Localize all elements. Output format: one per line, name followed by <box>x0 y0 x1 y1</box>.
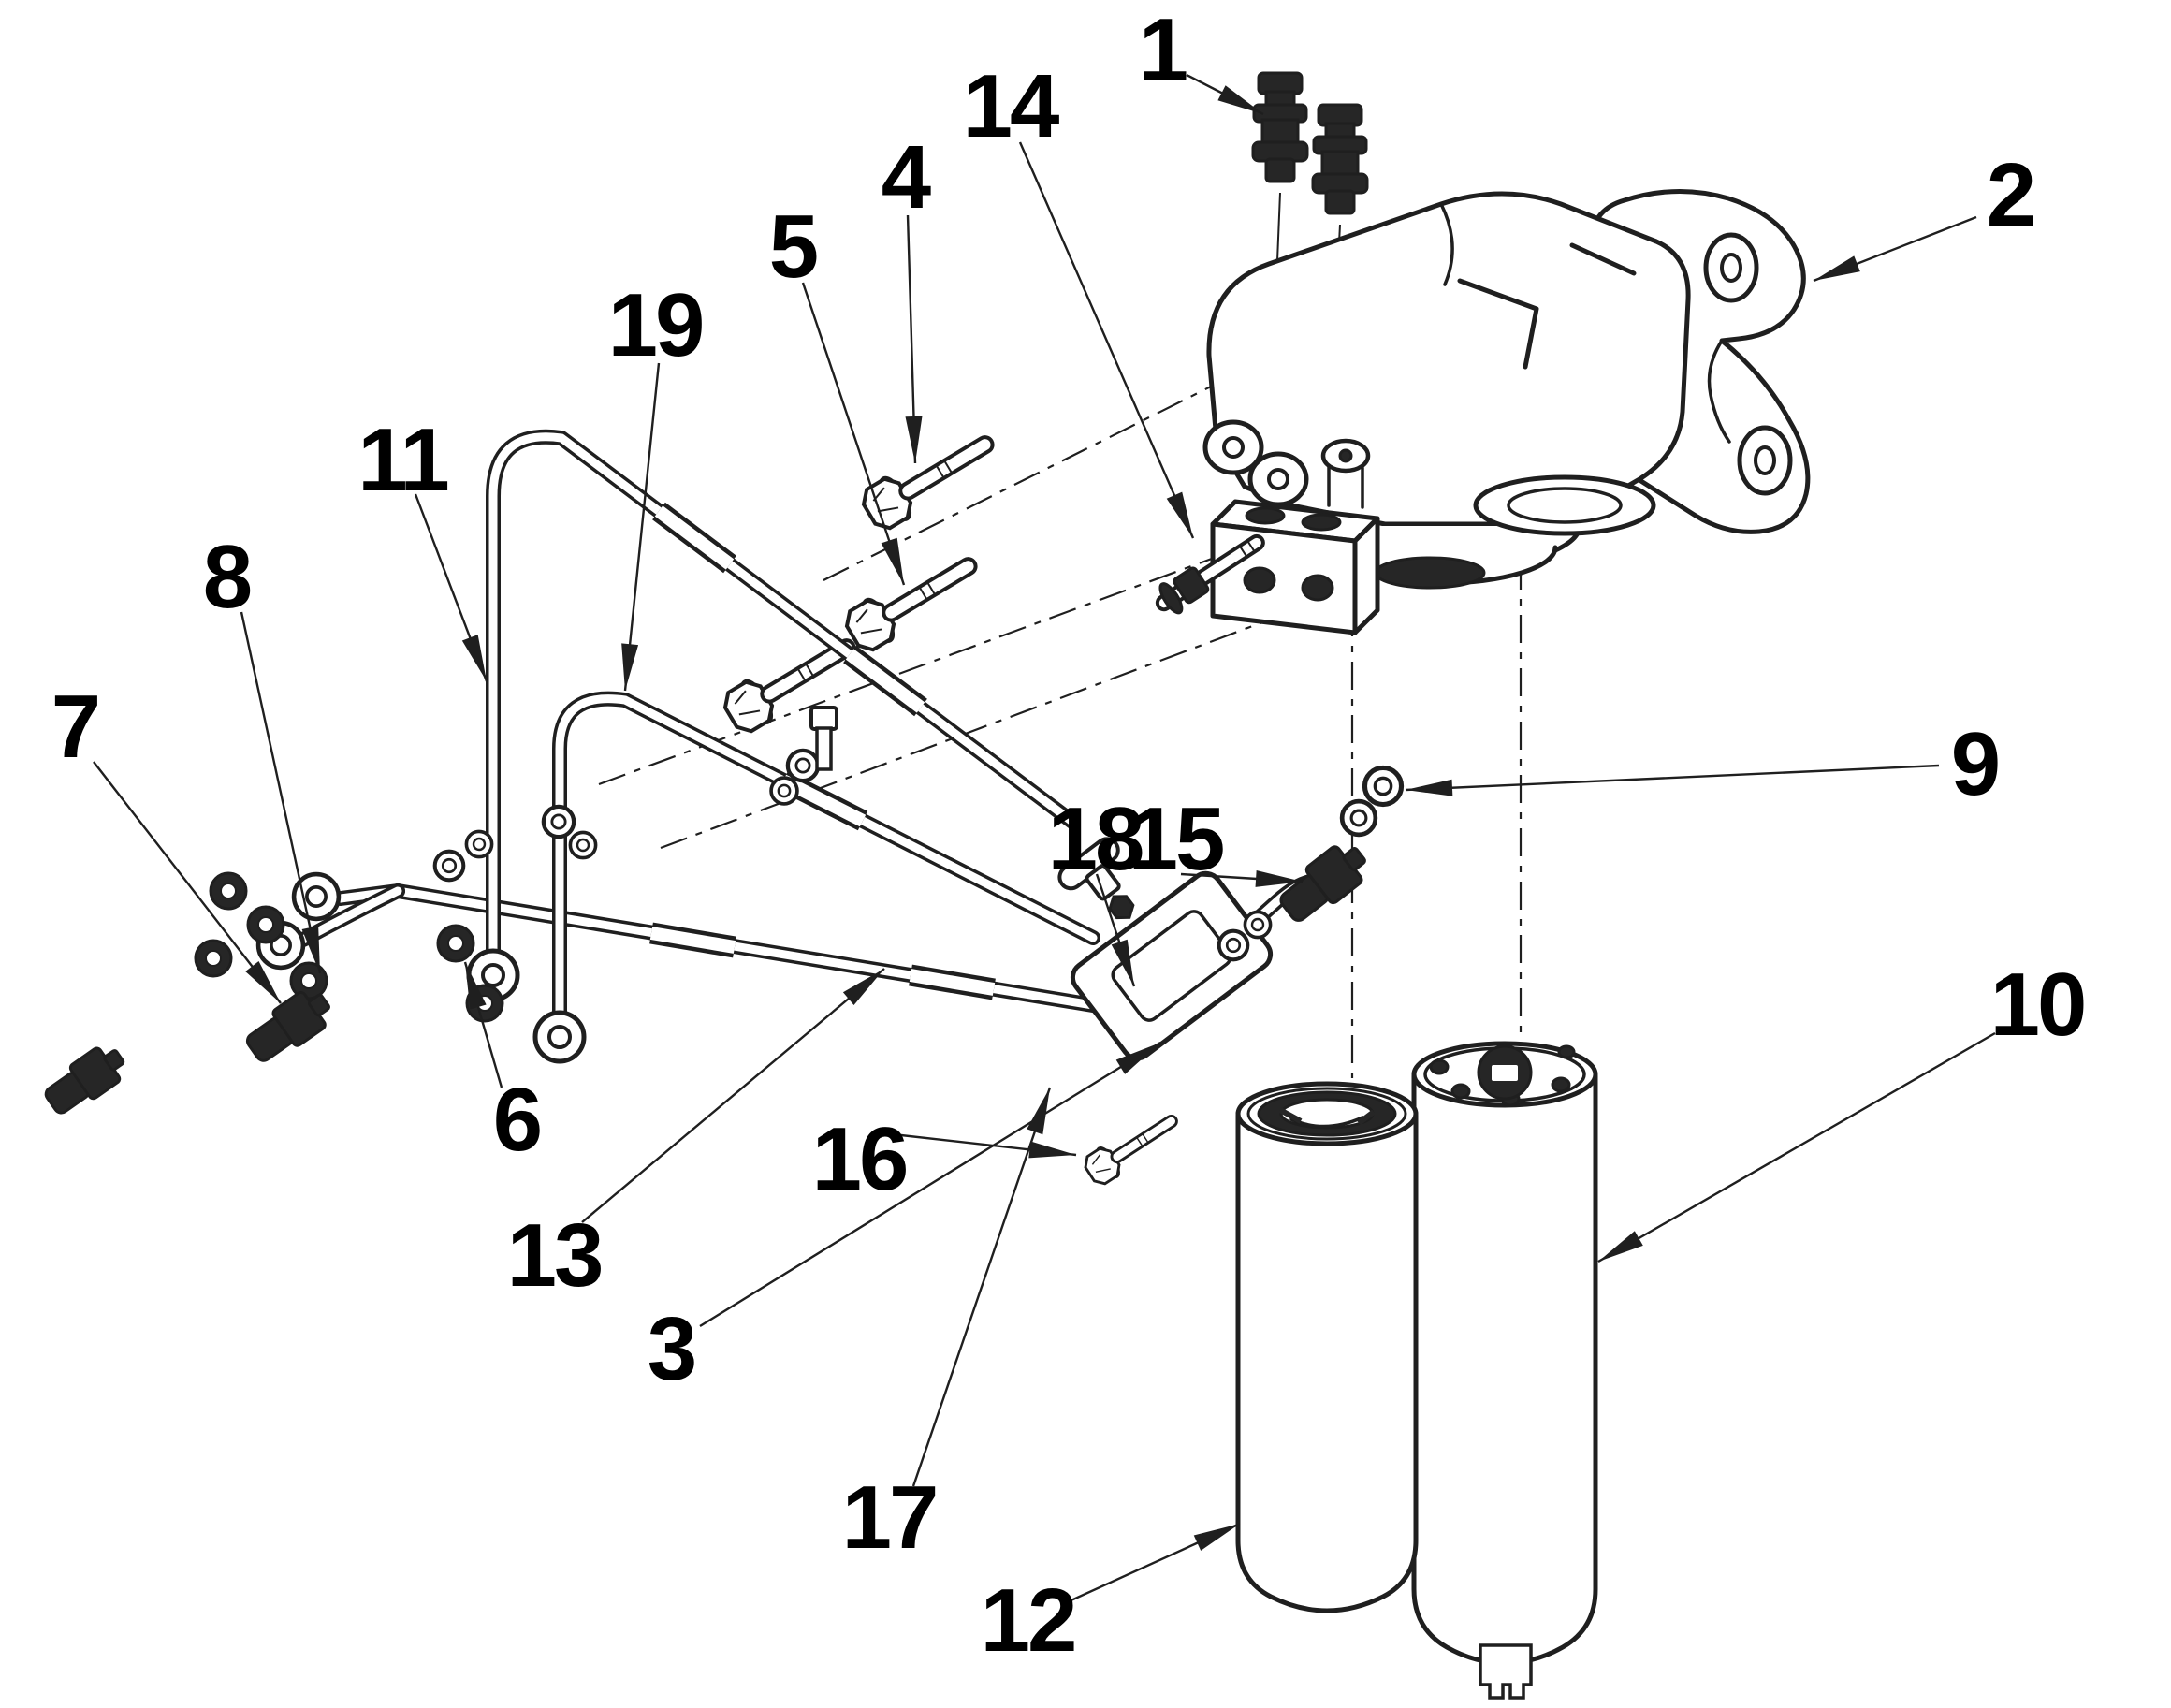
callout-label-14: 14 <box>963 56 1059 156</box>
callout-label-12: 12 <box>981 1570 1075 1671</box>
arrowhead-12 <box>1193 1524 1240 1551</box>
leader-line-3 <box>699 1041 1161 1328</box>
arrowhead-6 <box>465 962 487 1010</box>
leader-line-17 <box>911 1087 1052 1487</box>
filter-mount-port <box>1374 556 1486 590</box>
arrowhead-10 <box>1598 1231 1643 1262</box>
front-filter-12 <box>1235 1081 1419 1613</box>
fuel-pipes <box>258 429 1123 1061</box>
leader-line-5 <box>801 282 906 586</box>
filter-head <box>1202 191 1691 635</box>
callout-label-11: 11 <box>357 410 447 510</box>
callout-label-2: 2 <box>1987 145 2033 245</box>
callout-label-17: 17 <box>842 1467 937 1568</box>
callout-label-3: 3 <box>648 1299 694 1399</box>
p-clamp-18 <box>1057 837 1135 920</box>
callout-label-18: 18 <box>1048 789 1143 889</box>
fitting-1 <box>1251 71 1309 183</box>
o-ring-a <box>1342 801 1376 835</box>
callout-label-7: 7 <box>51 677 98 777</box>
leader-line-19 <box>623 362 661 692</box>
arrowhead-19 <box>621 643 639 691</box>
callout-label-4: 4 <box>882 127 931 227</box>
callout-label-1: 1 <box>1139 0 1187 100</box>
arrowhead-15 <box>1255 869 1303 887</box>
arrowhead-16 <box>1028 1141 1076 1159</box>
callout-label-15: 15 <box>1129 789 1223 889</box>
arrowhead-17 <box>1027 1088 1050 1135</box>
leader-line-13 <box>581 968 885 1223</box>
arrowhead-14 <box>1166 491 1193 538</box>
banjo-bolt-7b <box>37 1038 133 1122</box>
washers <box>194 706 838 1023</box>
arrowhead-2 <box>1814 255 1860 281</box>
callout-label-19: 19 <box>608 275 703 375</box>
arrowhead-18 <box>1111 939 1134 986</box>
leader-line-14 <box>1018 141 1195 539</box>
callout-label-6: 6 <box>493 1070 540 1170</box>
arrowhead-8 <box>301 926 320 973</box>
arrowhead-7 <box>245 960 281 1003</box>
arrowhead-5 <box>881 537 904 585</box>
arrowhead-13 <box>842 969 884 1006</box>
leader-line-9 <box>1405 764 1940 792</box>
leader-line-7 <box>93 761 282 1004</box>
inlet-fittings <box>1251 71 1369 215</box>
callout-label-5: 5 <box>769 197 817 297</box>
bolt-4 <box>855 418 1006 536</box>
drain-valve <box>1479 1643 1533 1700</box>
arrowhead-9 <box>1406 779 1453 796</box>
banjo-bolt-7a <box>239 982 340 1071</box>
mini-bolt <box>809 706 838 771</box>
washer-6-target <box>436 924 475 963</box>
arrowhead-1 <box>1217 85 1263 114</box>
fuel-filters <box>1235 1041 1598 1700</box>
arrowhead-4 <box>905 416 923 463</box>
arrowhead-3 <box>1115 1043 1160 1074</box>
callout-label-8: 8 <box>203 527 251 627</box>
o-ring-9 <box>1364 767 1401 804</box>
pipe19-eye <box>535 1013 584 1061</box>
bolt-5a <box>838 540 989 658</box>
leader-line-10 <box>1597 1031 1996 1263</box>
callout-label-9: 9 <box>1951 714 1998 814</box>
arrowhead-11 <box>461 635 487 681</box>
callout-label-10: 10 <box>1990 955 2085 1055</box>
fitting-2 <box>1311 103 1369 215</box>
manifold-block-front <box>1210 521 1358 635</box>
banjo-bolts <box>37 982 340 1122</box>
callout-label-13: 13 <box>507 1205 602 1306</box>
bolt-16 <box>1079 1102 1187 1190</box>
callout-label-16: 16 <box>812 1109 907 1209</box>
leader-line-8 <box>240 611 322 974</box>
stud-with-nut <box>1155 533 1265 615</box>
rear-filter-10 <box>1411 1041 1598 1700</box>
pipe-junction <box>1057 767 1402 1190</box>
clamp-plate-3 <box>1070 870 1274 1061</box>
